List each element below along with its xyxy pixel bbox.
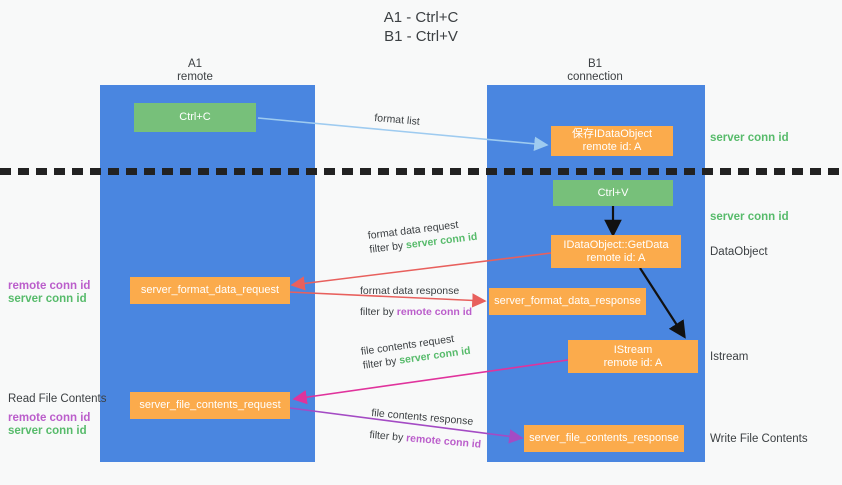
node-server-file-contents-response[interactable]: server_file_contents_response (524, 425, 684, 452)
column-b1-sub: connection (567, 71, 623, 83)
column-header-b1: B1 connection (520, 58, 670, 84)
node-istream-line-1: IStream (613, 343, 653, 356)
edge-label-file-contents-response-highlight: remote conn id (405, 432, 482, 451)
edge-label-file-contents-response: file contents response filter by remote … (369, 406, 484, 452)
right-label-server-conn-id-2: server conn id (710, 211, 789, 223)
node-idataobject-getdata-line-1: IDataObject::GetData (563, 238, 669, 251)
title-line-2: B1 - Ctrl+V (384, 28, 458, 45)
phase-divider (0, 168, 842, 175)
node-server-format-data-response-label: server_format_data_response (494, 295, 641, 307)
node-server-file-contents-response-label: server_file_contents_response (529, 432, 679, 444)
left-label-server-conn-id-1: server conn id (8, 293, 87, 305)
node-istream[interactable]: IStream remote id: A (568, 340, 698, 373)
edge-label-file-contents-response-line-1: file contents response (370, 406, 474, 428)
right-label-write-file-contents: Write File Contents (710, 433, 808, 445)
node-save-idataobject[interactable]: 保存IDataObject remote id: A (551, 126, 673, 156)
left-label-remote-conn-id-1: remote conn id (8, 280, 91, 292)
node-server-format-data-response[interactable]: server_format_data_response (489, 288, 646, 315)
edge-label-format-data-request: format data request filter by server con… (367, 216, 478, 257)
edge-label-format-data-request-prefix: filter by (368, 239, 407, 256)
edge-label-file-contents-response-line-2: filter by remote conn id (369, 428, 482, 452)
node-save-idataobject-line-1: 保存IDataObject (571, 128, 653, 140)
node-ctrl-c-label: Ctrl+C (179, 111, 211, 123)
column-b1-name: B1 (587, 58, 603, 70)
edge-label-format-list: format list (374, 111, 421, 129)
title-line-1: A1 - Ctrl+C (383, 9, 459, 26)
node-idataobject-getdata-line-2: remote id: A (586, 251, 646, 264)
node-server-format-data-request[interactable]: server_format_data_request (130, 277, 290, 304)
node-server-file-contents-request[interactable]: server_file_contents_request (130, 392, 290, 419)
node-ctrl-v-label: Ctrl+V (597, 186, 629, 199)
edge-label-file-contents-response-prefix: filter by (368, 428, 407, 445)
node-save-idataobject-line-2: remote id: A (582, 141, 642, 153)
edge-label-format-data-response-highlight: remote conn id (396, 306, 473, 318)
left-label-server-conn-id-2: server conn id (8, 425, 87, 437)
column-a1-sub: remote (177, 71, 213, 83)
edge-label-format-data-response-line-2: filter by remote conn id (360, 305, 472, 319)
edge-label-format-data-response-prefix: filter by (360, 306, 397, 318)
node-idataobject-getdata[interactable]: IDataObject::GetData remote id: A (551, 235, 681, 268)
right-label-istream: Istream (710, 351, 749, 363)
edge-label-format-data-response-line-1: format data response (360, 285, 460, 297)
column-a1-name: A1 (187, 58, 203, 70)
node-istream-line-2: remote id: A (603, 356, 663, 369)
node-server-file-contents-request-label: server_file_contents_request (139, 399, 281, 411)
left-label-read-file-contents: Read File Contents (8, 393, 107, 405)
page-title: A1 - Ctrl+C B1 - Ctrl+V (0, 8, 842, 46)
node-ctrl-c[interactable]: Ctrl+C (134, 103, 256, 132)
left-label-remote-conn-id-2: remote conn id (8, 412, 91, 424)
node-ctrl-v[interactable]: Ctrl+V (553, 180, 673, 206)
edge-label-file-contents-request-prefix: filter by (362, 354, 401, 372)
node-server-format-data-request-label: server_format_data_request (140, 284, 280, 296)
right-label-server-conn-id-1: server conn id (710, 132, 789, 144)
edge-label-format-data-response: format data response filter by remote co… (360, 284, 472, 319)
right-label-dataobject: DataObject (710, 246, 768, 258)
edge-label-file-contents-request: file contents request filter by server c… (360, 330, 471, 373)
column-header-a1: A1 remote (120, 58, 270, 84)
edge-label-format-list-text: format list (373, 111, 421, 128)
